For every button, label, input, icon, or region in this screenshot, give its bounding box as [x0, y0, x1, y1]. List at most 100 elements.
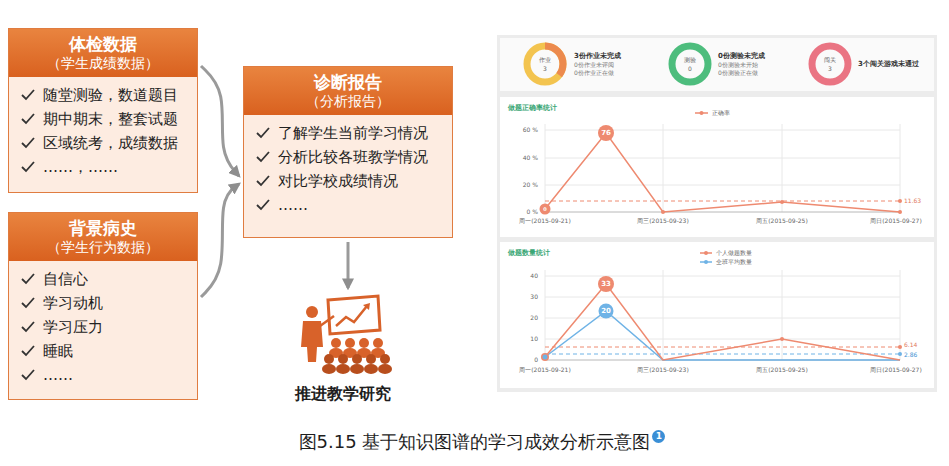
data-dot: [898, 210, 902, 214]
axis-tick: 周日(2015-09-27): [870, 367, 922, 373]
item-text: 期中期末，整套试题: [43, 107, 178, 131]
check-mark: [22, 274, 34, 283]
item-text: ……: [278, 193, 308, 217]
audience-body: [350, 364, 364, 374]
board: [328, 296, 380, 334]
card-title: 背景病史: [17, 218, 189, 239]
data-dot: [661, 210, 665, 214]
gridline: [663, 124, 664, 212]
audience-front: [322, 354, 392, 374]
point-value: 0: [543, 207, 546, 212]
point-value: 33: [601, 281, 611, 288]
check-mark: [22, 162, 34, 171]
card-body: 自信心学习动机学习压力睡眠……: [9, 261, 197, 393]
class-count-line: [545, 311, 900, 360]
audience-head: [338, 354, 348, 364]
legend-sample: [704, 260, 708, 264]
check-mark: [21, 273, 35, 285]
gridline: [900, 124, 901, 212]
audience-head: [359, 338, 369, 348]
donut-ring: [672, 46, 708, 82]
point-value: 76: [601, 130, 611, 137]
card-subtitle: （分析报告）: [252, 93, 444, 111]
data-card: 体检数据（学生成绩数据）随堂测验，数道题目期中期末，整套试题区域统考，成绩数据……: [8, 28, 198, 193]
axis-tick: 周五(2015-09-25): [756, 367, 808, 373]
status-text: 3份作业未完成: [574, 53, 621, 60]
axis-tick: 20: [530, 315, 538, 321]
board-arrow: [363, 303, 370, 310]
legend-sample: [704, 251, 708, 255]
axis-tick: 周三(2015-09-23): [637, 218, 689, 224]
data-point: [598, 276, 614, 292]
card-subtitle: （学生行为数据）: [17, 239, 189, 257]
item-text: 学习动机: [43, 291, 103, 315]
status-text: 0份作业未评阅: [574, 62, 614, 68]
list-item: 自信心: [21, 267, 185, 291]
data-dot: [898, 199, 902, 203]
average-line: [545, 354, 900, 355]
figure-caption: 图5.15 基于知识图谱的学习成效分析示意图: [299, 431, 651, 452]
chart-panel: [500, 242, 934, 388]
check-mark: [22, 90, 34, 99]
point-value: 20: [601, 308, 611, 315]
list-item: 随堂测验，数道题目: [21, 83, 185, 107]
audience-body: [364, 364, 378, 374]
personal-count-line: [545, 284, 900, 360]
axis-tick: 40 %: [523, 155, 538, 161]
check-mark: [256, 175, 270, 187]
check-mark: [22, 138, 34, 147]
dashboard-screenshot: [497, 35, 937, 392]
check-mark: [256, 199, 270, 211]
card-body: 了解学生当前学习情况分析比较各班教学情况对比学校成绩情况……: [244, 115, 452, 223]
list-item: ……: [256, 193, 440, 217]
legend-sample: [700, 111, 704, 115]
gridlines: [545, 270, 900, 360]
check-mark: [22, 322, 34, 331]
audience-body: [322, 364, 336, 374]
data-dot: [898, 352, 902, 356]
axis-tick: 40: [530, 273, 538, 279]
legend-text: 个人做题数量: [716, 250, 752, 256]
check-mark: [21, 369, 35, 381]
teacher-head: [306, 306, 318, 318]
item-text: ……: [43, 363, 73, 387]
audience-head: [366, 354, 376, 364]
item-text: 睡眠: [43, 339, 73, 363]
check-mark: [21, 321, 35, 333]
x-axis: [545, 212, 900, 213]
axis-tick: 周一(2015-09-21): [519, 367, 571, 373]
average-value: 11.63: [904, 198, 921, 204]
donut-segment: [527, 46, 563, 82]
list-item: 睡眠: [21, 339, 185, 363]
axis-tick: 10: [530, 336, 538, 342]
list-item: 分析比较各班教学情况: [256, 145, 440, 169]
audience-body: [378, 364, 392, 374]
axis-tick: 周日(2015-09-27): [870, 218, 922, 224]
status-text: 3个闯关游戏未通过: [858, 61, 919, 68]
list-item: ……: [21, 363, 185, 387]
item-text: ……，……: [43, 155, 118, 179]
audience-head: [345, 338, 355, 348]
check-mark: [21, 345, 35, 357]
donut-label: 闯关: [824, 57, 836, 63]
accuracy-line: [545, 133, 900, 212]
pointer: [320, 316, 334, 326]
status-text: 0份测验未开始: [718, 62, 758, 68]
list-item: 了解学生当前学习情况: [256, 121, 440, 145]
check-mark: [22, 298, 34, 307]
card-header: 体检数据（学生成绩数据）: [9, 29, 197, 77]
check-mark: [21, 113, 35, 125]
data-dot: [780, 337, 784, 341]
data-point: [543, 355, 548, 360]
axis-tick: 0 %: [527, 209, 538, 215]
check-mark: [22, 114, 34, 123]
check-mark: [257, 200, 269, 209]
list-item: 学习压力: [21, 315, 185, 339]
axis-tick: 30: [530, 294, 538, 300]
legend-text: 正确率: [712, 110, 730, 116]
data-dot: [898, 345, 902, 349]
audience-body: [336, 364, 350, 374]
axis-tick: 周五(2015-09-25): [756, 218, 808, 224]
